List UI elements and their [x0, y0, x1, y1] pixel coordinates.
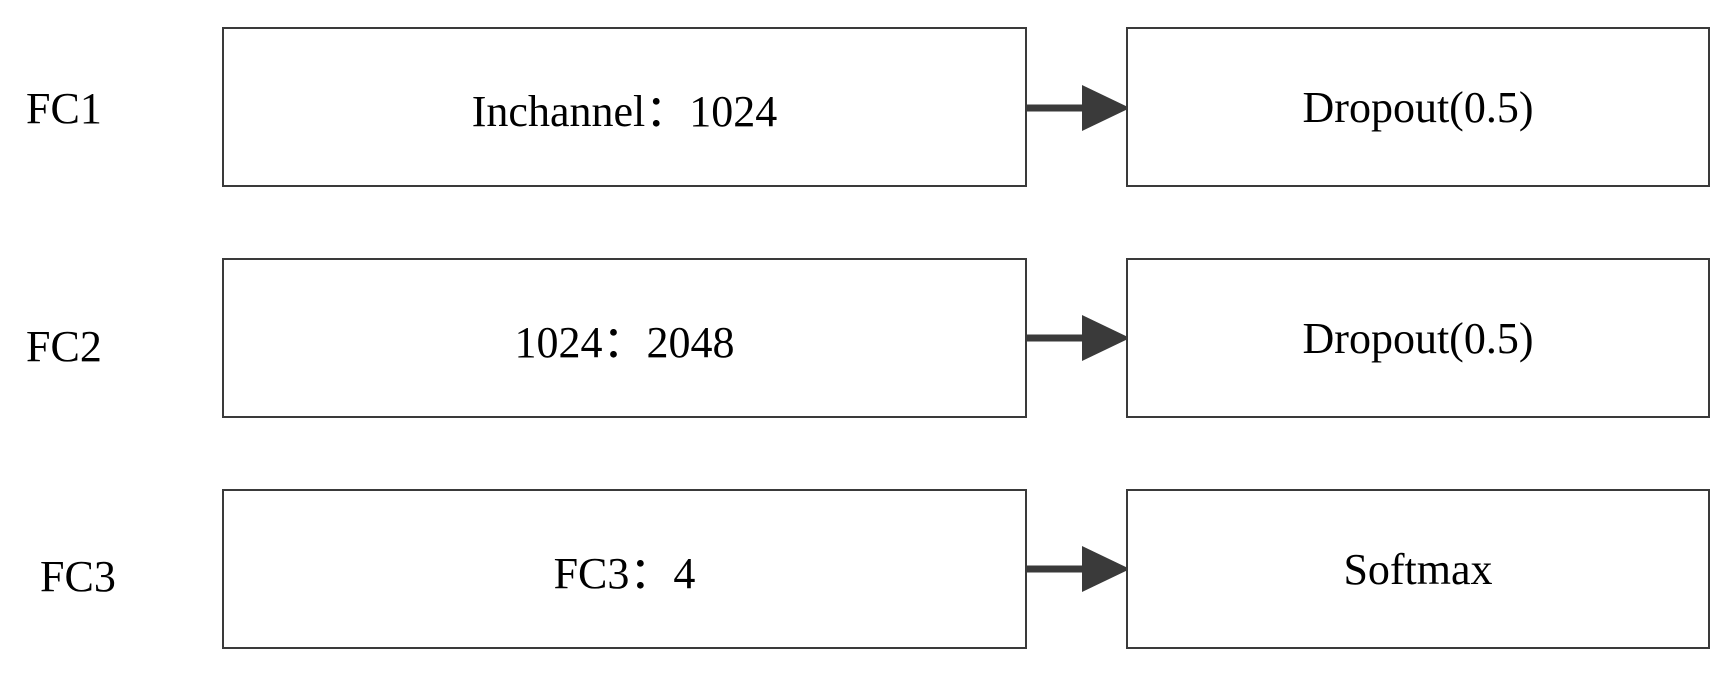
- row-label-fc1: FC1: [26, 84, 102, 133]
- fc2-hidden-box: 1024：2048: [222, 258, 1027, 418]
- row-label-fc2: FC2: [26, 322, 102, 371]
- fc2-arrow-icon: [1022, 308, 1132, 368]
- fc3-softmax-box: Softmax: [1126, 489, 1710, 649]
- fc1-input-box: Inchannel：1024: [222, 27, 1027, 187]
- row-label-fc3: FC3: [40, 552, 116, 601]
- fc2-dropout-box: Dropout(0.5): [1126, 258, 1710, 418]
- fc1-arrow-icon: [1022, 78, 1132, 138]
- fc3-output-box: FC3：4: [222, 489, 1027, 649]
- fc1-dropout-box: Dropout(0.5): [1126, 27, 1710, 187]
- fc3-arrow-icon: [1022, 539, 1132, 599]
